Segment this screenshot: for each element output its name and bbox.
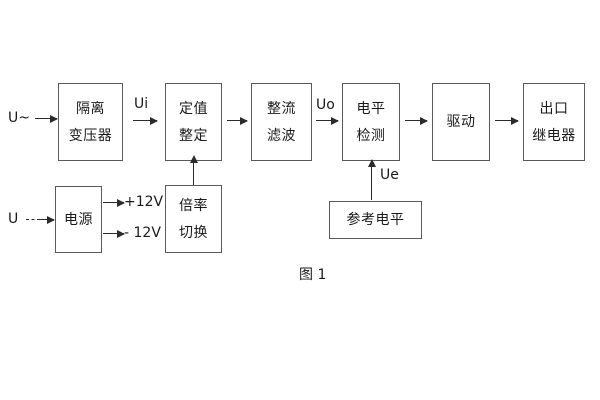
block-drive: 驱动 bbox=[432, 83, 490, 161]
arrow-rectify-filter-to-level-detect bbox=[316, 116, 339, 125]
block-setting-value: 定值 整定 bbox=[165, 83, 222, 161]
arrow-dc-input-to-power-supply bbox=[40, 215, 55, 224]
arrow-ac-input-to-isolation-transformer bbox=[35, 114, 58, 123]
block-output-relay-line1: 出口 bbox=[539, 100, 569, 117]
block-rectify-filter-line2: 滤波 bbox=[267, 127, 296, 144]
arrow-reference-level-to-level-detect bbox=[367, 159, 376, 200]
block-reference-level: 参考电平 bbox=[329, 201, 422, 239]
block-power-supply: 电源 bbox=[55, 186, 102, 253]
rail-label-negative: - 12V bbox=[124, 225, 161, 241]
block-rectify-filter: 整流 滤波 bbox=[251, 83, 312, 161]
arrow-ratio-switch-to-setting-value bbox=[189, 155, 198, 185]
dashed-lead-dc-input bbox=[26, 219, 40, 221]
block-isolation-transformer-line1: 隔离 bbox=[76, 100, 105, 117]
block-power-supply-line1: 电源 bbox=[64, 211, 93, 228]
arrow-isolation-transformer-to-setting-value bbox=[133, 116, 158, 125]
block-rectify-filter-line1: 整流 bbox=[267, 100, 296, 117]
arrow-rail-negative bbox=[103, 229, 125, 238]
block-level-detect: 电平 检测 bbox=[342, 83, 400, 161]
arrow-drive-to-output-relay bbox=[495, 116, 519, 125]
arrow-level-detect-to-drive bbox=[405, 116, 428, 125]
ac-input-label: U~ bbox=[8, 110, 30, 126]
block-setting-value-line2: 整定 bbox=[179, 127, 208, 144]
rail-label-positive: +12V bbox=[124, 194, 164, 210]
block-ratio-switch: 倍率 切换 bbox=[165, 185, 222, 253]
block-ratio-switch-line1: 倍率 bbox=[179, 197, 208, 214]
dc-input-label: U bbox=[8, 211, 19, 227]
arrow-setting-value-to-rectify-filter bbox=[227, 116, 248, 125]
signal-label-ue: Ue bbox=[380, 167, 399, 183]
block-output-relay-line2: 继电器 bbox=[532, 127, 576, 144]
block-drive-line1: 驱动 bbox=[446, 114, 476, 130]
signal-label-uo: Uo bbox=[316, 97, 335, 113]
figure-caption: 图 1 bbox=[299, 267, 327, 283]
signal-label-ui: Ui bbox=[134, 96, 149, 112]
block-setting-value-line1: 定值 bbox=[179, 100, 208, 117]
block-level-detect-line1: 电平 bbox=[356, 100, 386, 117]
block-isolation-transformer: 隔离 变压器 bbox=[58, 83, 123, 161]
block-isolation-transformer-line2: 变压器 bbox=[68, 127, 113, 144]
block-level-detect-line2: 检测 bbox=[356, 127, 386, 144]
block-ratio-switch-line2: 切换 bbox=[179, 224, 208, 241]
arrow-rail-positive bbox=[103, 198, 125, 207]
block-reference-level-line1: 参考电平 bbox=[346, 212, 405, 228]
block-output-relay: 出口 继电器 bbox=[523, 83, 585, 161]
